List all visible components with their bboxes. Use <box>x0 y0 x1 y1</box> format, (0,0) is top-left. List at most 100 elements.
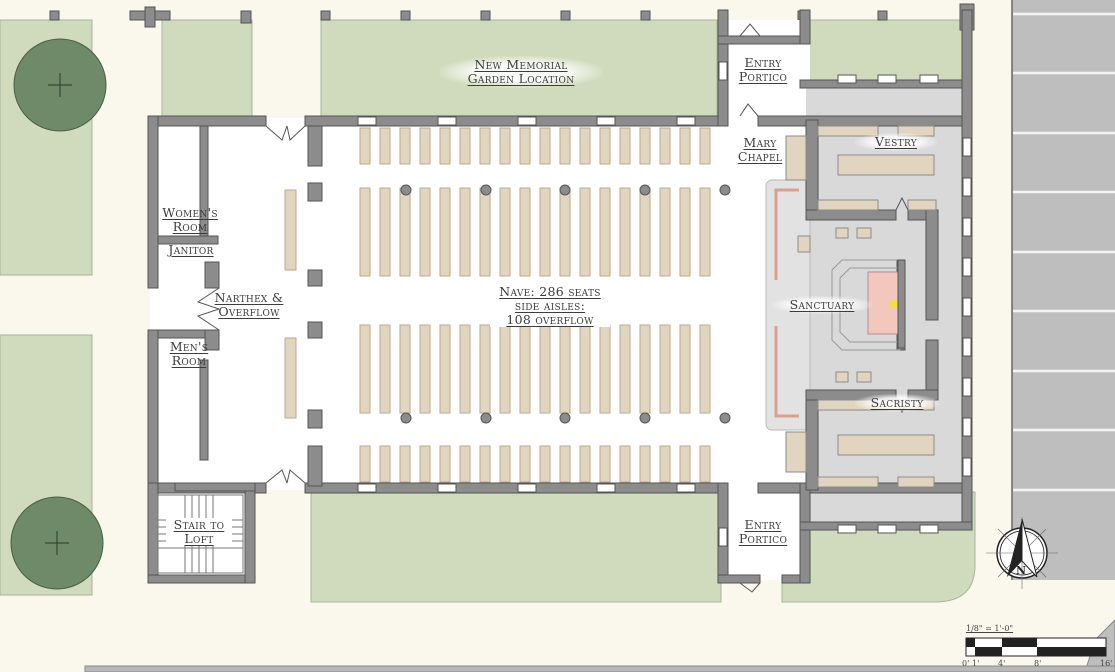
pew <box>479 445 491 483</box>
room-label-vestry: Vestry <box>855 133 937 151</box>
room-label-narthex: Narthex & Overflow <box>210 291 288 319</box>
north-arrow-icon <box>986 517 1058 589</box>
pew <box>359 324 371 414</box>
pew <box>599 127 611 165</box>
pew <box>359 127 371 165</box>
pew <box>539 127 551 165</box>
pew <box>699 127 711 165</box>
pew <box>639 324 651 414</box>
pew <box>659 445 671 483</box>
pew <box>379 445 391 483</box>
nave-columns <box>400 184 731 424</box>
pew <box>419 324 431 414</box>
pew <box>359 445 371 483</box>
portico-top-line-2: Portico <box>738 69 788 84</box>
pew <box>519 127 531 165</box>
pew <box>399 445 411 483</box>
pew <box>419 187 431 277</box>
pew <box>399 127 411 165</box>
nave-line-3: 108 overflow <box>506 312 594 327</box>
pew <box>479 127 491 165</box>
pews <box>359 127 711 483</box>
pew <box>419 445 431 483</box>
pew <box>579 187 591 277</box>
pew <box>599 324 611 414</box>
garden-line-2: Garden Location <box>467 71 575 86</box>
sidewalk <box>84 665 1115 672</box>
pew <box>619 127 631 165</box>
pew <box>579 445 591 483</box>
scale-tick-8: 8' <box>1034 659 1042 668</box>
narthex-line-1: Narthex & <box>214 290 284 305</box>
pew <box>559 445 571 483</box>
building-floor <box>150 20 971 580</box>
pew <box>439 445 451 483</box>
portico-bottom-line-1: Entry <box>744 517 782 532</box>
portico-bottom-line-2: Portico <box>738 531 788 546</box>
pew <box>459 324 471 414</box>
pew <box>439 324 451 414</box>
pew <box>539 187 551 277</box>
chapel-line-1: Mary <box>743 135 777 150</box>
womens-line-2: Room <box>172 219 208 234</box>
vestry-text: Vestry <box>874 134 917 149</box>
room-label-sanctuary: Sanctuary <box>772 296 872 314</box>
pew <box>659 187 671 277</box>
nave-line-2: side aisles: <box>514 298 586 313</box>
pew <box>379 127 391 165</box>
tree-bottom <box>10 496 104 590</box>
pew <box>499 324 511 414</box>
pew <box>679 187 691 277</box>
room-label-mens-room: Men's Room <box>156 340 222 368</box>
sacristy-text: Sacristy <box>870 395 924 410</box>
candle-icon <box>890 300 898 308</box>
communion-rail <box>774 188 799 418</box>
janitor-text: Janitor <box>168 242 214 257</box>
pew <box>579 324 591 414</box>
pew <box>459 187 471 277</box>
pew <box>439 127 451 165</box>
pew <box>399 187 411 277</box>
nave-line-1: Nave: 286 seats <box>499 284 601 299</box>
scale-tick-16: 16' <box>1100 659 1113 668</box>
stair-line-1: Stair to <box>173 517 225 532</box>
pew <box>519 324 531 414</box>
doors <box>196 23 909 593</box>
room-label-sacristy: Sacristy <box>855 394 939 412</box>
pew <box>699 187 711 277</box>
narthex-benches <box>284 189 297 419</box>
pew <box>559 127 571 165</box>
altar-platform <box>831 259 906 351</box>
pew <box>559 187 571 277</box>
tree-top <box>13 38 107 132</box>
pew <box>539 324 551 414</box>
pew <box>619 445 631 483</box>
room-label-stair: Stair to Loft <box>166 518 232 546</box>
pew <box>659 127 671 165</box>
pew <box>679 127 691 165</box>
parking-lot <box>1011 0 1115 672</box>
chapel-line-2: Chapel <box>737 149 783 164</box>
room-label-entry-portico-bottom: Entry Portico <box>728 518 798 546</box>
room-label-garden: New Memorial Garden Location <box>440 56 602 88</box>
scale-tick-4: 4' <box>998 659 1006 668</box>
pew <box>559 324 571 414</box>
pew <box>419 127 431 165</box>
scale-title: 1/8" = 1'-0" <box>966 624 1014 633</box>
scale-tick-0: 0' <box>962 659 970 668</box>
scale-tick-1: 1' <box>972 659 980 668</box>
pew <box>479 324 491 414</box>
garden-line-1: New Memorial <box>474 57 568 72</box>
pew <box>399 324 411 414</box>
scale-bar <box>965 637 1107 657</box>
pew <box>359 187 371 277</box>
mens-line-2: Room <box>171 353 207 368</box>
pew <box>639 187 651 277</box>
pew <box>599 187 611 277</box>
room-label-janitor: Janitor <box>158 243 224 257</box>
pew <box>639 127 651 165</box>
room-label-nave: Nave: 286 seats side aisles: 108 overflo… <box>490 285 610 327</box>
pew <box>379 324 391 414</box>
pew <box>599 445 611 483</box>
